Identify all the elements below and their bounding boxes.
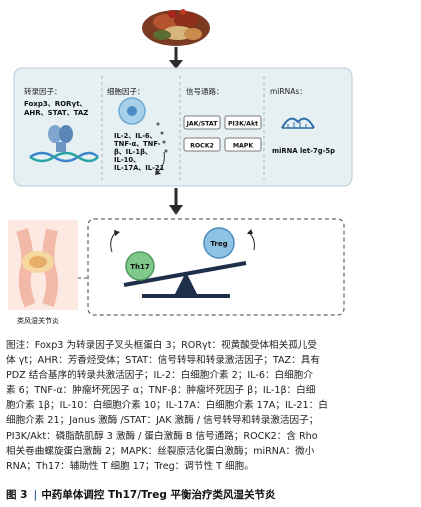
caption-line: PI3K/Akt：磷脂酰肌醇 3 激酶 / 蛋白激酶 B 信号通路；ROCK2：… — [6, 430, 318, 442]
joint-label: 类风湿关节炎 — [17, 316, 59, 325]
treg-label: Treg — [210, 240, 227, 248]
caption-line: 图注：Foxp3 为转录因子叉头框蛋白 3；RORγt：视黄酸受体相关孤儿受 — [6, 340, 317, 351]
figure-caption: 图注：Foxp3 为转录因子叉头框蛋白 3；RORγt：视黄酸受体相关孤儿受 体… — [6, 338, 416, 474]
down-arrow-center-head — [169, 205, 183, 215]
caption-line: 胞介素 1β；IL-10：白细胞介素 10；IL-17A：白细胞介素 17A；I… — [6, 400, 328, 412]
herbal-medicine-illustration — [142, 9, 210, 46]
caption-line: RNA；Th17：辅助性 T 细胞 17；Treg：调节性 T 细胞。 — [6, 460, 254, 472]
cytokine-item-3: β、IL-1β、 — [114, 148, 152, 156]
cytokine-item-2: TNF-α、TNF- — [114, 140, 161, 148]
caption-line: 细胞介素 21；Janus 激酶 /STAT：JAK 激酶 / 信号转导和转录激… — [6, 415, 319, 427]
caption-line: PDZ 结合基序的转录共激活因子；IL-2：白细胞介素 2；IL-6：白细胞介 — [6, 370, 313, 382]
cytokine-panel-title: 细胞因子： — [107, 86, 145, 96]
mirna-icon — [281, 117, 315, 129]
figure-illustration: 转录因子： Foxp3、RORγt、 AHR、STAT、TAZ 细胞因子： IL… — [8, 9, 353, 325]
mirna-item: miRNA let-7g-5p — [272, 147, 335, 155]
pathway-pi3k-akt: PI3K/Akt — [228, 121, 258, 128]
caption-line: 体 γt；AHR：芳香烃受体；STAT：信号转导和转录激活因子；TAZ：具有 — [6, 355, 320, 367]
secretion-dots — [155, 122, 168, 175]
knee-joint-illustration — [8, 220, 78, 310]
th17-label: Th17 — [130, 263, 150, 271]
title-divider: | — [33, 489, 38, 501]
cytokine-item-5: IL-17A、IL-21 — [114, 164, 165, 172]
tf-item-2: AHR、STAT、TAZ — [24, 109, 88, 117]
tf-panel-title: 转录因子： — [24, 86, 62, 96]
caption-line: 相关卷曲螺旋蛋白激酶 2；MAPK：丝裂原活化蛋白激酶；miRNA：微小 — [6, 445, 315, 457]
treg-cell — [203, 227, 235, 259]
balance-scale — [123, 261, 247, 298]
pathway-rock2: ROCK2 — [190, 143, 214, 150]
cell-icon — [118, 97, 146, 125]
th17-cell — [125, 251, 155, 281]
mirna-panel-title: miRNAs： — [270, 87, 307, 96]
pathway-panel-title: 信号通路： — [186, 86, 224, 96]
caption-line: 素 6；TNF-α：肿瘤坏死因子 α；TNF-β：肿瘤坏死因子 β；IL-1β：… — [6, 385, 316, 397]
down-arrow-top-head — [169, 60, 183, 69]
pathway-mapk: MAPK — [233, 143, 253, 150]
figure-number: 图 3 — [6, 489, 28, 501]
cytokine-item-1: IL-2、IL-6、 — [114, 132, 156, 140]
figure-title: 图 3 |中药单体调控 Th17/Treg 平衡治疗类风湿关节炎 — [6, 487, 276, 502]
figure-title-text: 中药单体调控 Th17/Treg 平衡治疗类风湿关节炎 — [41, 489, 276, 501]
cytokine-item-4: IL-10、 — [114, 156, 140, 164]
dna-protein-icon — [29, 125, 99, 163]
tf-item-1: Foxp3、RORγt、 — [24, 100, 87, 108]
pathway-jak-stat: JAK/STAT — [186, 121, 219, 128]
